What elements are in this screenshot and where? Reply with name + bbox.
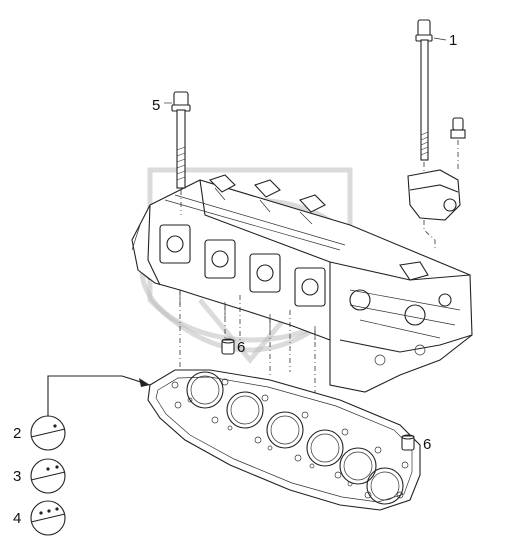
callout-1: 1 <box>449 32 457 49</box>
callout-4: 4 <box>13 510 21 527</box>
cylinder-head <box>131 174 473 393</box>
callout-6-lower: 6 <box>423 436 431 453</box>
callout-2: 2 <box>13 425 21 442</box>
callout-6-upper: 6 <box>237 339 245 356</box>
dash-bolt-long <box>423 220 436 250</box>
head-gasket <box>147 369 421 511</box>
dowel-upper <box>221 338 235 355</box>
leader-1 <box>433 37 447 41</box>
gasket-variant-2 <box>30 458 66 494</box>
callout-3: 3 <box>13 468 21 485</box>
gasket-variant-3 <box>30 500 66 536</box>
alignment-lines <box>179 290 316 400</box>
sensor-plug <box>450 117 466 170</box>
bolt-long <box>415 19 433 175</box>
variant-leader-arrow <box>47 375 151 416</box>
callout-5: 5 <box>152 97 160 114</box>
bracket <box>407 169 461 221</box>
bolt-short <box>171 91 191 215</box>
dowel-lower <box>401 434 415 451</box>
gasket-variant-1 <box>30 415 66 451</box>
